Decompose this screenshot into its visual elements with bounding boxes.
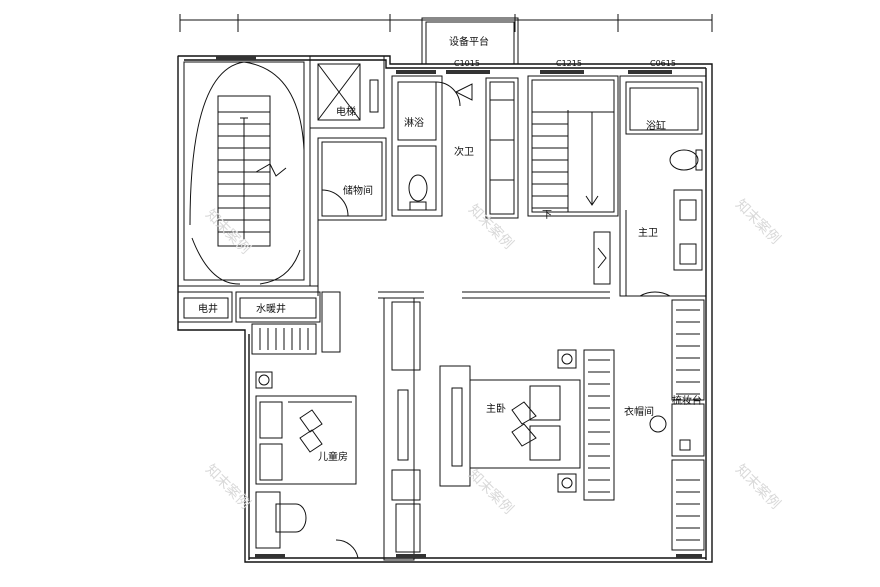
master-bath	[619, 75, 707, 297]
dimension-line	[179, 14, 713, 32]
room-label-shower: 淋浴	[404, 116, 424, 129]
room-label-elec-shaft: 电井	[198, 302, 218, 315]
master-bedroom	[439, 349, 667, 501]
elevator	[309, 55, 385, 129]
window-hatches	[216, 56, 702, 558]
watermark-6: 知末案例	[732, 461, 784, 513]
room-label-platform: 设备平台	[449, 35, 489, 48]
kids-room	[251, 323, 359, 559]
storage-room	[317, 137, 387, 221]
window-label-c0615: C0615	[650, 59, 676, 68]
room-label-second-bath: 次卫	[454, 145, 474, 158]
watermark-5: 知末案例	[465, 466, 517, 518]
room-label-elevator: 电梯	[336, 105, 356, 118]
room-label-water-shaft: 水暖井	[256, 302, 286, 315]
second-bath	[441, 76, 519, 219]
watermark-4: 知末案例	[202, 461, 254, 513]
room-label-storage: 储物间	[343, 184, 373, 197]
corridor-walls	[310, 220, 610, 299]
window-label-c1015: C1015	[454, 59, 480, 68]
room-label-bathtub: 浴缸	[646, 119, 666, 132]
shafts	[177, 291, 341, 353]
wardrobe-center	[383, 297, 421, 561]
room-label-master-bed: 主卧	[486, 402, 506, 415]
closet-right	[671, 299, 705, 551]
room-label-master-bath: 主卫	[638, 227, 658, 239]
shower-block	[391, 75, 461, 217]
window-label-c1215: C1215	[556, 59, 582, 68]
stair-core-left	[177, 55, 311, 330]
room-label-closet: 衣帽间	[624, 405, 654, 418]
room-label-kids: 儿童房	[318, 450, 348, 463]
stair-down-label: 下	[542, 210, 552, 221]
stair-inner	[527, 75, 619, 285]
watermark-3: 知末案例	[732, 196, 784, 248]
room-label-vanity: 梳妆台	[672, 394, 702, 407]
watermark-2: 知末案例	[465, 201, 517, 253]
